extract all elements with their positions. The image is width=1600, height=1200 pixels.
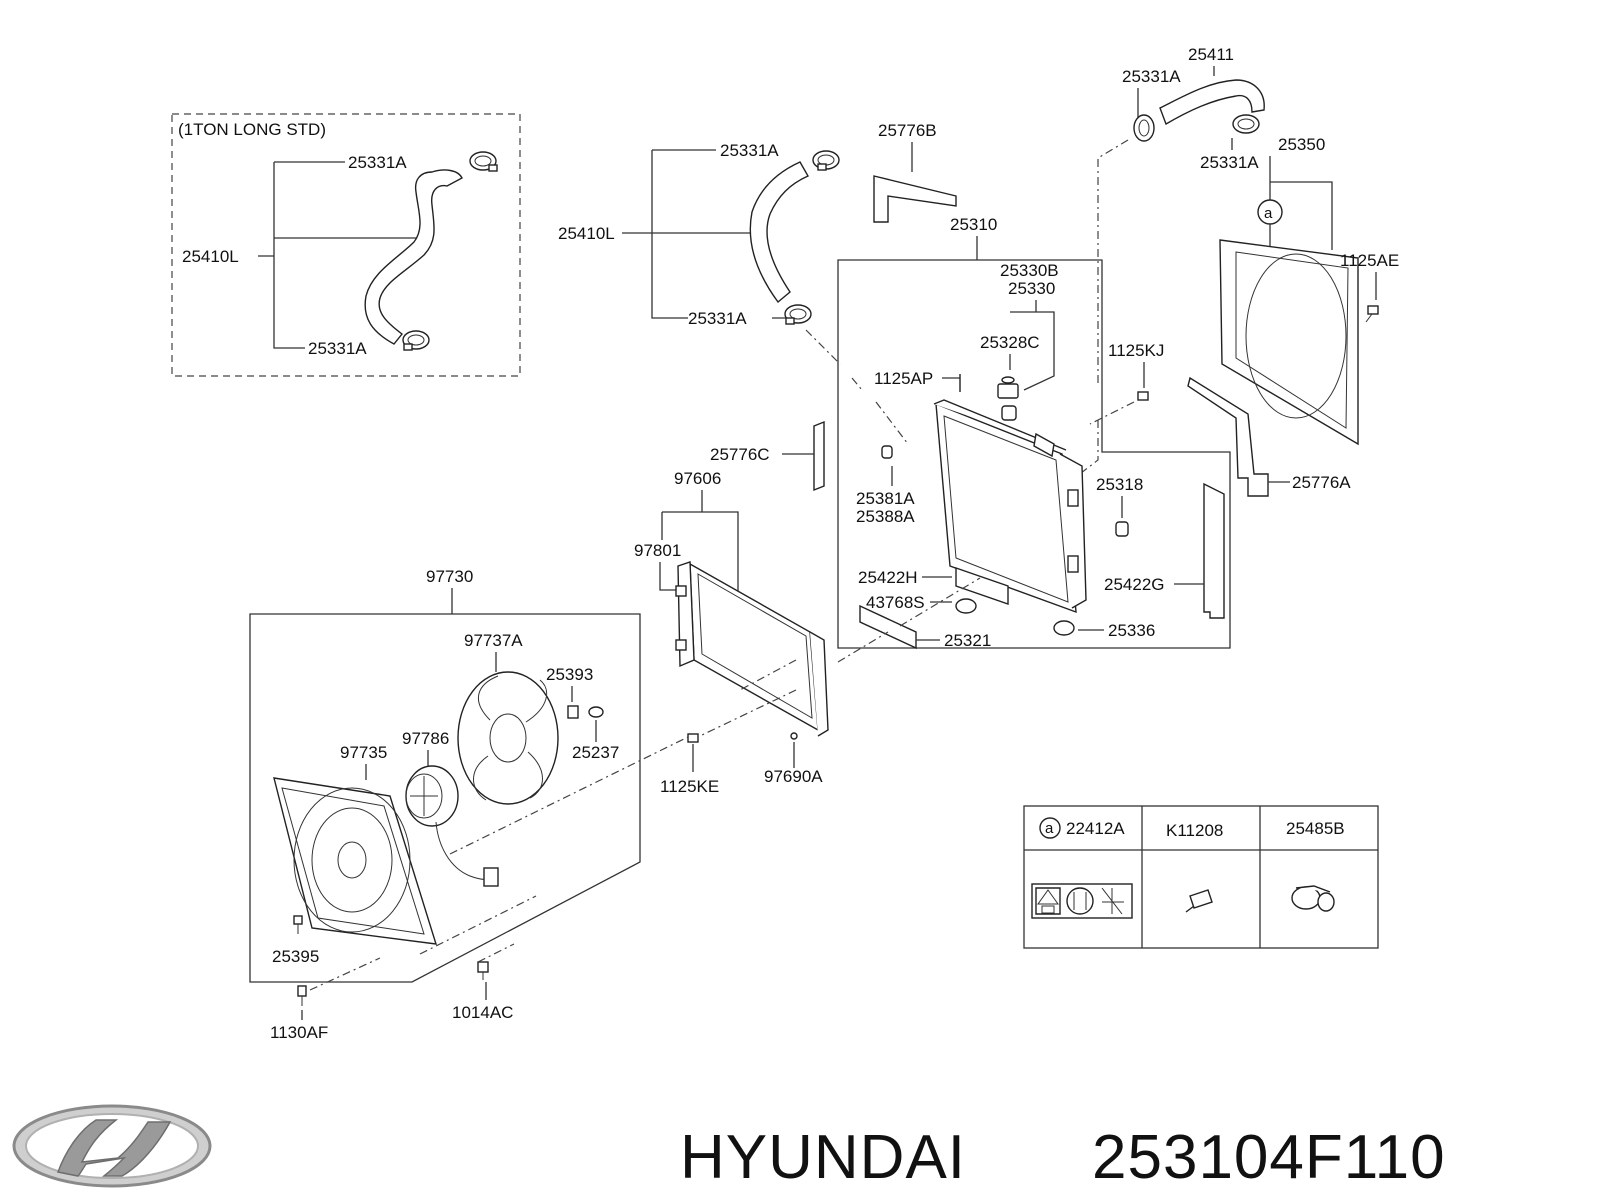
inset-title: (1TON LONG STD) — [178, 120, 326, 139]
label-25331a: 25331A — [688, 309, 747, 328]
legend-table: a 22412A K11208 25485B — [1023, 805, 1379, 949]
label-25388a: 25388A — [856, 507, 915, 526]
label-25410l: 25410L — [182, 247, 239, 266]
radiator-25310: 25310 25330B 25330 25328C 1125KJ 1125AP … — [837, 215, 1231, 650]
label-97730: 97730 — [426, 567, 473, 586]
label-25776c: 25776C — [710, 445, 770, 464]
label-25422g: 25422G — [1104, 575, 1165, 594]
fan-assembly-97730: 97730 97737A 25393 25237 97786 97735 — [249, 567, 691, 983]
fan-shroud-icon — [273, 777, 437, 945]
label-25776b: 25776B — [878, 121, 937, 140]
label-25331a: 25331A — [1122, 67, 1181, 86]
label-25331a: 25331A — [720, 141, 779, 160]
label-25331a: 25331A — [1200, 153, 1259, 172]
hyundai-logo-icon — [12, 1104, 212, 1188]
label-25411: 25411 — [1188, 45, 1234, 64]
label-25331a: 25331A — [308, 339, 367, 358]
label-25318: 25318 — [1096, 475, 1143, 494]
legend-25485b: 25485B — [1286, 819, 1345, 838]
inset-1ton-long-std: (1TON LONG STD) 25331A 25410L 25331A — [171, 113, 521, 377]
legend-22412a: 22412A — [1066, 819, 1125, 838]
hose-icon — [364, 169, 463, 345]
callout-marker-a: a — [1264, 205, 1273, 222]
label-97606: 97606 — [674, 469, 721, 488]
bolt-icon — [1089, 391, 1149, 425]
bolt-icon — [687, 733, 699, 743]
seal-strip-25776b: 25776B — [873, 121, 957, 223]
label-25410l: 25410L — [558, 224, 615, 243]
label-25336: 25336 — [1108, 621, 1155, 640]
legend-marker: a — [1045, 820, 1054, 837]
label-43768s: 43768S — [866, 593, 925, 612]
screw-icon — [477, 943, 515, 980]
label-97735: 97735 — [340, 743, 387, 762]
label-25237: 25237 — [572, 743, 619, 762]
hose-icon — [1159, 79, 1265, 126]
label-1125ke: 1125KE — [660, 777, 719, 796]
lower-hose-group: 25331A 25410L 25331A — [558, 141, 863, 391]
label-25393: 25393 — [546, 665, 593, 684]
label-25381a: 25381A — [856, 489, 915, 508]
bolt-icon — [1365, 305, 1379, 323]
fan-shroud-25350: 25350 a 1125AE — [1219, 135, 1399, 446]
clamp-icon — [1185, 889, 1213, 913]
label-25330b: 25330B — [1000, 261, 1059, 280]
label-1125ae: 1125AE — [1340, 251, 1399, 270]
label-25350: 25350 — [1278, 135, 1325, 154]
label-97786: 97786 — [402, 729, 449, 748]
seal-strip-25776a: 25776A — [1187, 376, 1351, 497]
fan-motor-icon — [405, 765, 499, 887]
clamp-icon — [1133, 114, 1155, 142]
label-25422h: 25422H — [858, 568, 918, 587]
hose-icon — [749, 161, 809, 304]
label-25321: 25321 — [944, 631, 991, 650]
label-1125ap: 1125AP — [874, 369, 933, 388]
legend-k11208: K11208 — [1166, 821, 1223, 840]
label-25330: 25330 — [1008, 279, 1055, 298]
clamp-icon — [784, 304, 812, 325]
condenser-97606: 97606 97801 1125KE 97690A — [634, 469, 981, 796]
label-97801: 97801 — [634, 541, 681, 560]
clamp-icon — [469, 151, 498, 172]
fan-blade-icon — [457, 671, 559, 805]
label-1125kj: 1125KJ — [1108, 341, 1164, 360]
hose-fitting-icon — [1291, 885, 1335, 912]
part-number: 253104F110 — [1092, 1123, 1446, 1192]
brand-name: HYUNDAI — [680, 1123, 966, 1192]
label-97737a: 97737A — [464, 631, 523, 650]
label-25328c: 25328C — [980, 333, 1040, 352]
label-25776a: 25776A — [1292, 473, 1351, 492]
upper-hose-group: 25411 25331A 25331A — [1019, 45, 1265, 521]
screw-icon — [293, 915, 303, 934]
label-25331a: 25331A — [348, 153, 407, 172]
label-97690a: 97690A — [764, 767, 823, 786]
warning-label-icon — [1031, 883, 1133, 919]
clamp-icon — [402, 330, 430, 351]
seal-strip-25776c: 25776C — [710, 420, 825, 492]
label-1014ac: 1014AC — [452, 1003, 513, 1022]
screw-icon — [297, 957, 381, 1006]
clamp-icon — [1232, 114, 1260, 134]
label-1130af: 1130AF — [270, 1023, 328, 1042]
label-25395: 25395 — [272, 947, 319, 966]
label-25310: 25310 — [950, 215, 997, 234]
clamp-icon — [812, 150, 840, 171]
